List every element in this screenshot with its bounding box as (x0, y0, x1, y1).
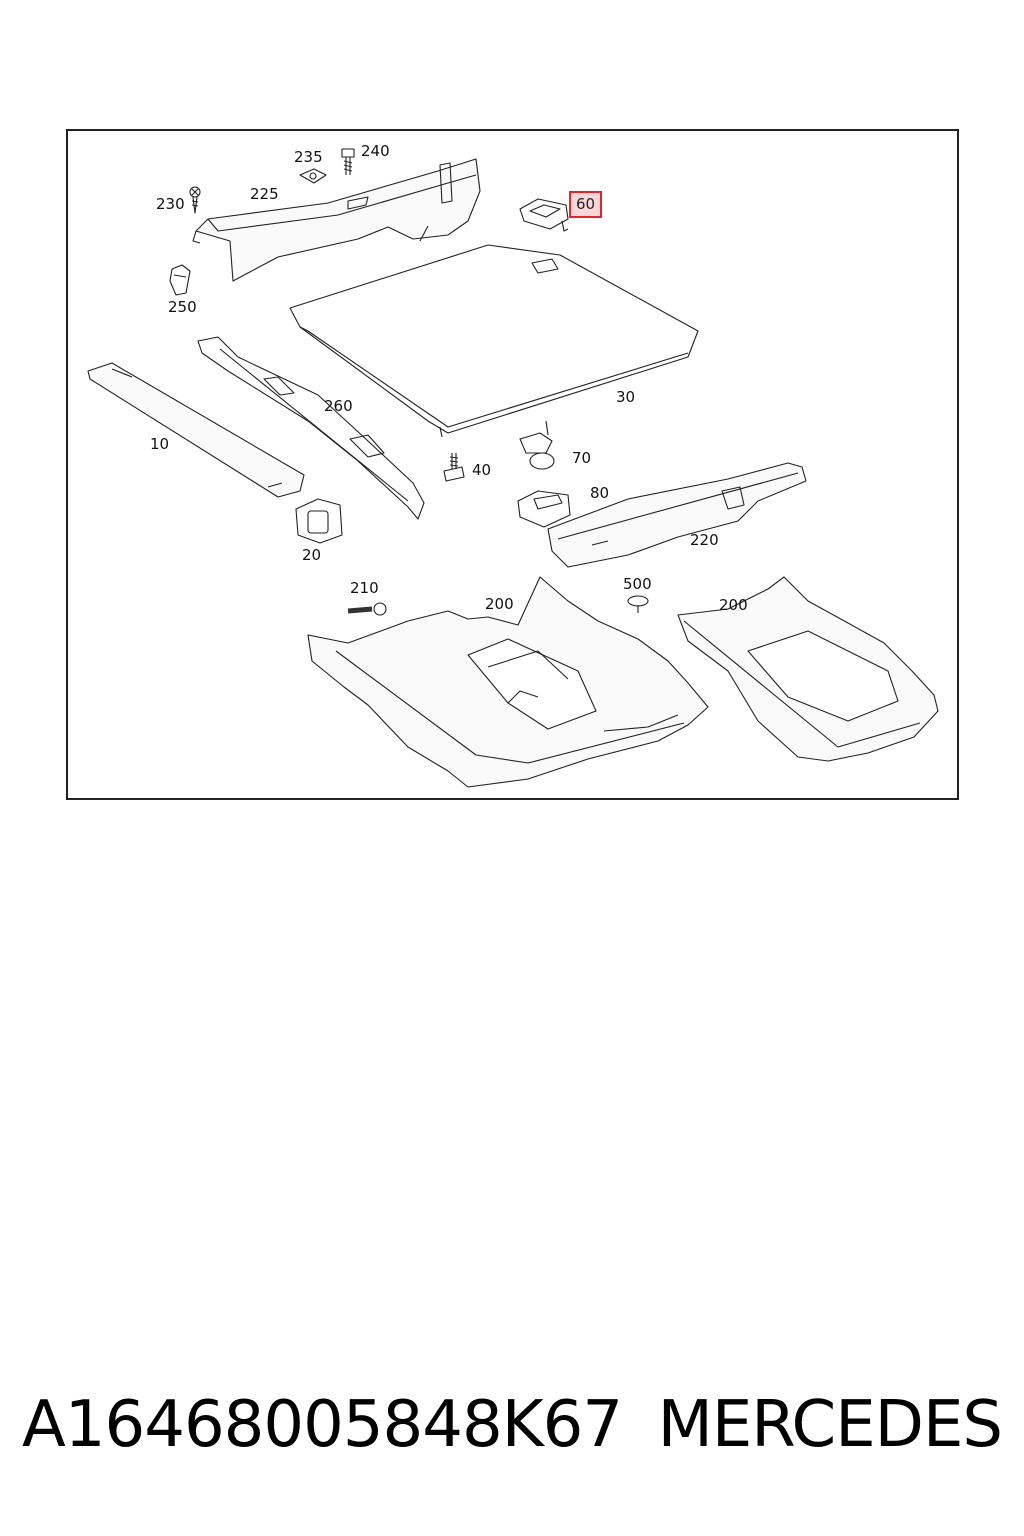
brand-name: MERCEDES (657, 1388, 1003, 1462)
part-500-clip (627, 595, 649, 613)
part-240-bolt (341, 148, 355, 175)
callout-220[interactable]: 220 (690, 531, 719, 549)
part-225-trim-panel (192, 158, 481, 282)
callout-500[interactable]: 500 (623, 575, 652, 593)
callout-230[interactable]: 230 (156, 195, 185, 213)
callout-235[interactable]: 235 (294, 148, 323, 166)
part-230-screw (189, 186, 201, 214)
callout-225[interactable]: 225 (250, 185, 279, 203)
callout-40[interactable]: 40 (472, 461, 492, 479)
callout-210[interactable]: 210 (350, 579, 379, 597)
part-220-side-rail (547, 462, 807, 568)
callout-10[interactable]: 10 (150, 435, 170, 453)
callout-200-right[interactable]: 200 (719, 596, 748, 614)
part-70-hook (519, 420, 555, 470)
callout-250[interactable]: 250 (168, 298, 197, 316)
part-20-latch (295, 498, 343, 544)
part-200-right-tray (677, 576, 939, 762)
parts-diagram-frame: 235 240 230 225 60 250 260 30 10 40 70 8… (66, 129, 959, 800)
part-60-cover (519, 198, 569, 232)
part-260-rail (197, 336, 425, 520)
callout-200-left[interactable]: 200 (485, 595, 514, 613)
callout-20[interactable]: 20 (302, 546, 322, 564)
part-number: A16468005848K67 (22, 1388, 623, 1462)
callout-80[interactable]: 80 (590, 484, 610, 502)
part-footer: A16468005848K67 MERCEDES (0, 1388, 1024, 1462)
part-250-clip (169, 264, 191, 296)
parts-diagram-drawing (87, 148, 939, 788)
part-200-left-tray (307, 576, 709, 788)
callout-240[interactable]: 240 (361, 142, 390, 160)
callout-30[interactable]: 30 (616, 388, 636, 406)
callout-70[interactable]: 70 (572, 449, 592, 467)
part-235-clip (299, 168, 327, 184)
part-10-sill-trim (87, 362, 305, 498)
callout-260[interactable]: 260 (324, 397, 353, 415)
part-80-handle (517, 490, 571, 528)
part-30-floor-board (289, 244, 699, 438)
callout-60-highlighted[interactable]: 60 (569, 191, 603, 218)
part-210-bolt (347, 602, 387, 616)
part-40-bolt (443, 453, 465, 482)
